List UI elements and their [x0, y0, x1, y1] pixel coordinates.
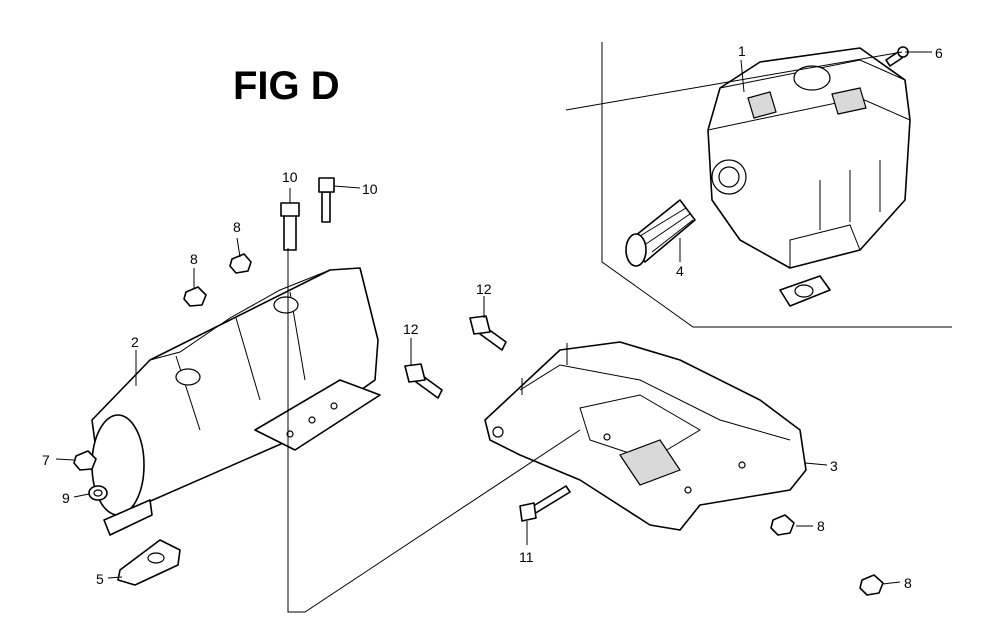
callout-5: 5 [96, 571, 104, 587]
nut-8-a [183, 286, 207, 307]
callout-12b: 12 [403, 321, 419, 337]
callout-6: 6 [935, 45, 943, 61]
bolt-12-a [469, 315, 507, 351]
leader-8a [236, 237, 241, 258]
leader-3 [804, 462, 828, 466]
muffler-bracket [484, 341, 807, 531]
gasket-5 [117, 539, 181, 586]
spark-arrester-screen [625, 199, 696, 267]
washer-9 [88, 485, 108, 501]
alignment-line-screw-6 [565, 51, 903, 111]
screw-6 [885, 46, 909, 67]
alignment-line-main [287, 248, 581, 613]
nut-8-b [229, 253, 252, 274]
leader-5 [107, 576, 123, 579]
bolt-10-b [318, 177, 335, 223]
callout-9: 9 [62, 490, 70, 506]
callout-8a: 8 [233, 219, 241, 235]
bolt-11 [519, 485, 571, 522]
callout-4: 4 [676, 263, 684, 279]
callout-10b: 10 [362, 181, 378, 197]
leader-7 [55, 458, 75, 461]
callout-2: 2 [131, 334, 139, 350]
callout-8b: 8 [190, 251, 198, 267]
figure-title: FIG D [233, 64, 340, 108]
callout-10a: 10 [282, 169, 298, 185]
nut-8-c [770, 514, 795, 536]
callout-7: 7 [42, 452, 50, 468]
bolt-12-b [404, 363, 443, 399]
leader-8d [882, 581, 901, 585]
nut-7 [73, 450, 97, 471]
bolt-10-a [280, 202, 300, 251]
leader-10b [333, 185, 361, 189]
callout-8c: 8 [817, 518, 825, 534]
muffler [707, 47, 911, 307]
callout-11: 11 [519, 549, 534, 565]
leader-9 [73, 493, 90, 498]
callout-8d: 8 [904, 575, 912, 591]
callout-12a: 12 [476, 281, 492, 297]
callout-1: 1 [738, 43, 746, 59]
callout-3: 3 [830, 458, 838, 474]
nut-8-d [859, 574, 884, 596]
leader-1 [740, 59, 745, 93]
inset-border [601, 42, 952, 328]
muffler-protector [91, 267, 381, 536]
